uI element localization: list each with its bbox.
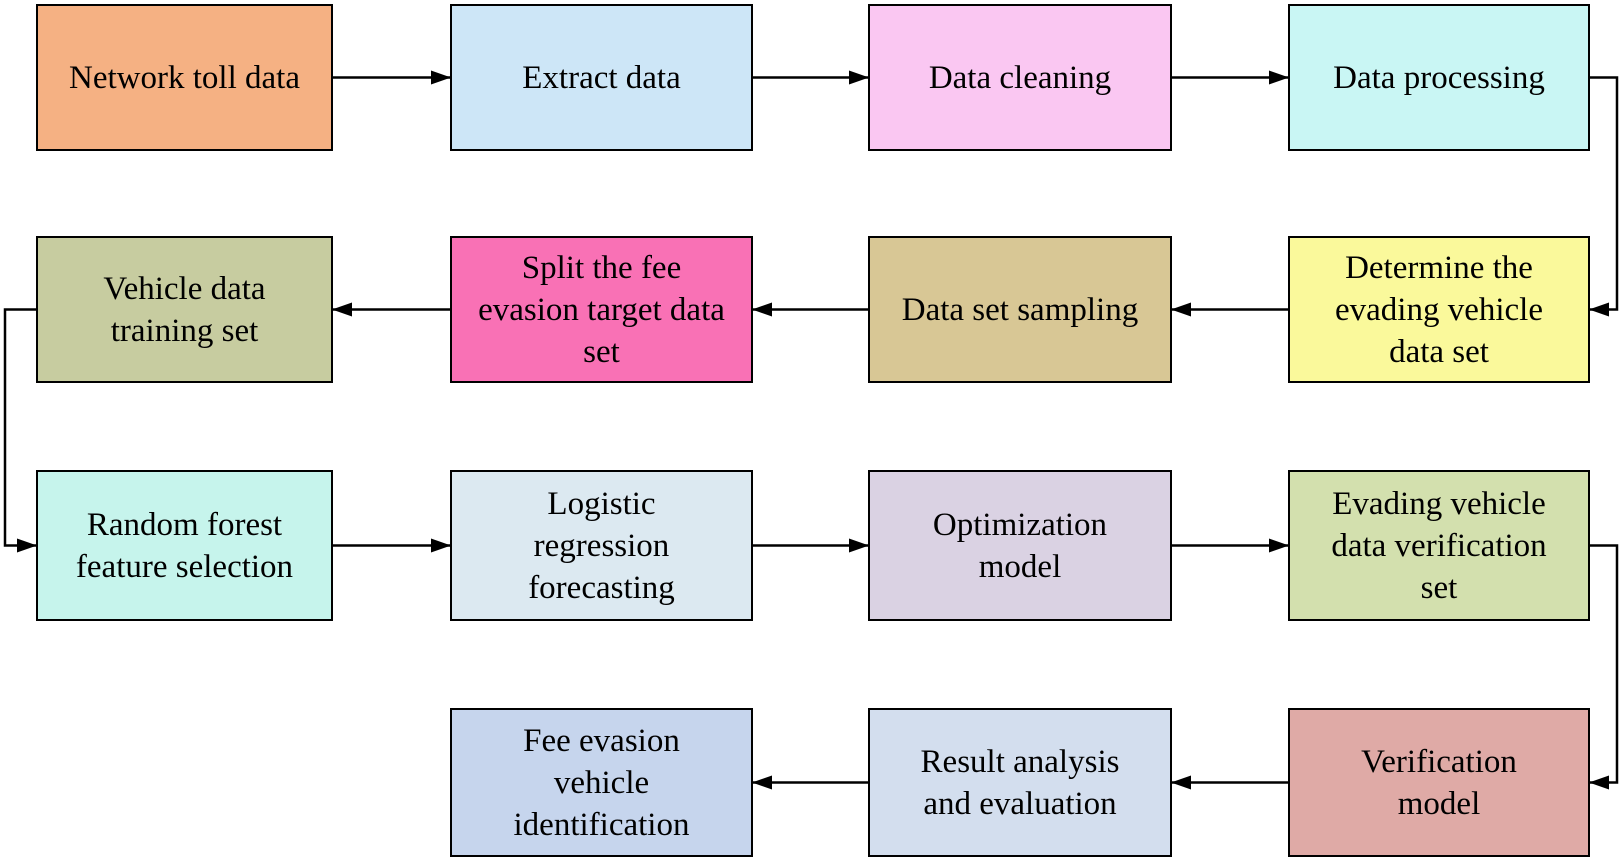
node-label-line: forecasting — [528, 569, 675, 606]
node-fee-evasion-vehicle-identification: Fee evasion vehicle identification — [450, 708, 753, 857]
node-label-line: Network toll data — [69, 59, 300, 96]
node-label-line: data set — [1389, 333, 1489, 370]
node-label-line: evading vehicle — [1335, 291, 1543, 328]
node-random-forest-feature-selection: Random forest feature selection — [36, 470, 333, 621]
node-label-line: data verification — [1331, 527, 1547, 564]
node-determine-the-evading-vehicle-data-set: Determine the evading vehicle data set — [1288, 236, 1590, 383]
node-label-line: Result analysis — [920, 743, 1120, 780]
node-label-line: Evading vehicle — [1332, 485, 1546, 522]
node-label-line: Logistic — [547, 485, 656, 522]
edge-evading-vehicle-data-verification-set-to-verification-model — [1589, 544, 1619, 790]
node-split-the-fee-evasion-target-data-set: Split the fee evasion target data set — [450, 236, 753, 383]
node-label-line: vehicle — [553, 764, 650, 801]
edge-data-processing-to-determine-the-evading-vehicle-data-set — [1589, 76, 1619, 317]
node-label-line: identification — [513, 806, 690, 843]
node-label-line: model — [1397, 785, 1481, 822]
node-verification-model: Verification model — [1288, 708, 1590, 857]
node-label-line: Verification — [1361, 743, 1517, 780]
node-label-line: Data cleaning — [928, 59, 1112, 96]
node-label-line: Extract data — [522, 59, 681, 96]
node-label-line: Random forest — [86, 506, 283, 543]
node-data-cleaning: Data cleaning — [868, 4, 1172, 151]
node-label-line: Determine the — [1345, 249, 1533, 286]
node-evading-vehicle-data-verification-set: Evading vehicle data verification set — [1288, 470, 1590, 621]
node-label-line: Data processing — [1333, 59, 1545, 96]
node-label-line: training set — [110, 312, 259, 349]
node-data-processing: Data processing — [1288, 4, 1590, 151]
node-data-set-sampling: Data set sampling — [868, 236, 1172, 383]
node-label-line: regression — [533, 527, 670, 564]
node-label-line: set — [583, 333, 620, 370]
node-extract-data: Extract data — [450, 4, 753, 151]
node-optimization-model: Optimization model — [868, 470, 1172, 621]
node-result-analysis-and-evaluation: Result analysis and evaluation — [868, 708, 1172, 857]
node-label-line: Data set sampling — [901, 291, 1139, 328]
node-label-line: Fee evasion — [523, 722, 680, 759]
node-logistic-regression-forecasting: Logistic regression forecasting — [450, 470, 753, 621]
node-label-line: set — [1420, 569, 1458, 606]
node-label-line: model — [978, 548, 1062, 585]
node-label-line: Split the fee — [521, 249, 682, 286]
edge-vehicle-data-training-set-to-random-forest-feature-selection — [3, 308, 37, 553]
node-label-line: Vehicle data — [103, 270, 266, 307]
node-label-line: feature selection — [75, 548, 294, 585]
node-network-toll-data: Network toll data — [36, 4, 333, 151]
node-label-line: evasion target data — [478, 291, 725, 328]
node-label-line: Optimization — [932, 506, 1108, 543]
node-label-line: and evaluation — [923, 785, 1117, 822]
node-vehicle-data-training-set: Vehicle data training set — [36, 236, 333, 383]
